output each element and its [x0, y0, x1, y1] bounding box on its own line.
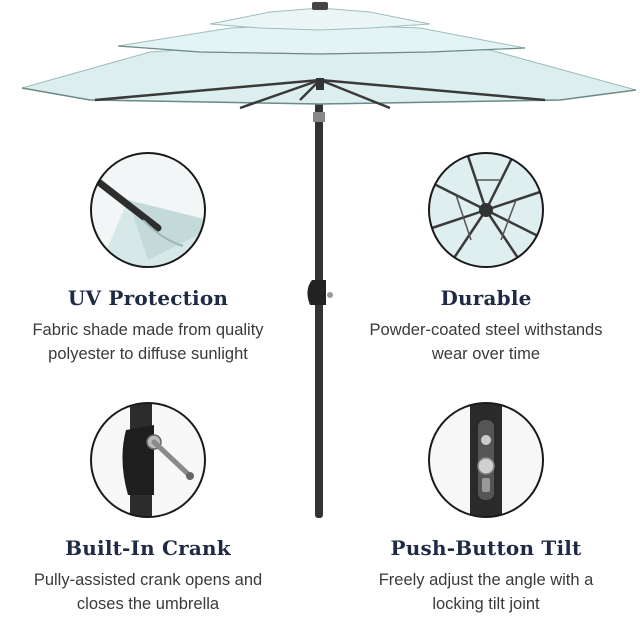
pole-crank [307, 280, 326, 305]
desc-line: Fabric shade made from quality [32, 321, 264, 339]
desc-line: wear over time [431, 345, 541, 363]
desc-line: Freely adjust the angle with a [378, 571, 594, 589]
desc-line: closes the umbrella [76, 595, 220, 613]
feature-desc-durable: Powder-coated steel withstands wear over… [326, 318, 640, 366]
feature-desc-built-in-crank: Pully-assisted crank opens and closes th… [0, 568, 296, 616]
feature-desc-uv-protection: Fabric shade made from quality polyester… [0, 318, 296, 366]
feature-title-push-button-tilt: Push-Button Tilt [390, 536, 582, 560]
feature-title-built-in-crank: Built-In Crank [65, 536, 231, 560]
desc-line: locking tilt joint [432, 595, 540, 613]
desc-line: polyester to diffuse sunlight [48, 345, 248, 363]
fabric-closeup-icon [90, 152, 206, 268]
feature-desc-push-button-tilt: Freely adjust the angle with a locking t… [326, 568, 640, 616]
crank-closeup-icon [90, 402, 206, 518]
feature-title-durable: Durable [440, 286, 532, 310]
canopy-top [209, 7, 431, 31]
desc-line: Pully-assisted crank opens and [33, 571, 263, 589]
steel-ribs-closeup-icon [428, 152, 544, 268]
desc-line: Powder-coated steel withstands [369, 321, 603, 339]
feature-title-uv-protection: UV Protection [67, 286, 229, 310]
tilt-button-closeup-icon [428, 402, 544, 518]
